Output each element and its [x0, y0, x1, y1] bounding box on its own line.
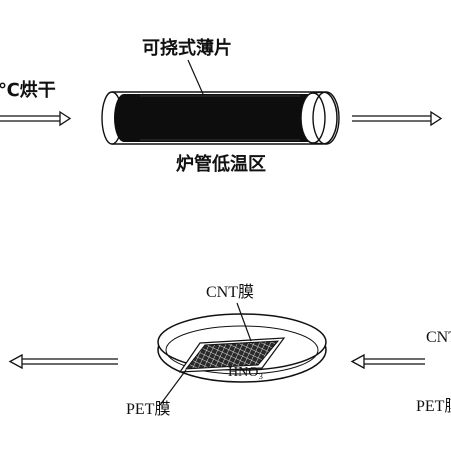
- cnt-film-label: CNT膜: [206, 284, 255, 301]
- furnace-low-zone-label: 炉管低温区: [176, 154, 266, 175]
- flexible-sheet-roll: [114, 94, 322, 142]
- arrow-from-dish: [8, 353, 118, 370]
- cnt-film-leader: [236, 302, 252, 342]
- tube-end-openings: [300, 91, 340, 145]
- cnt-label-cut: CNT: [426, 329, 451, 346]
- pet-film-label: PET膜: [126, 401, 171, 418]
- arrow-out-of-furnace: [352, 110, 443, 127]
- arrow-into-dish: [350, 353, 425, 370]
- cnt-film-on-pet: [178, 337, 286, 373]
- pet-film-leader: [159, 369, 187, 406]
- drying-label: ℃烘干: [0, 80, 56, 101]
- flexible-sheet-leader: [187, 59, 204, 95]
- hno3-label: HNO₃: [228, 365, 264, 380]
- pet-label-cut: PET膜: [416, 398, 451, 415]
- arrow-to-furnace: [0, 110, 72, 127]
- flexible-sheet-label: 可挠式薄片: [142, 38, 232, 59]
